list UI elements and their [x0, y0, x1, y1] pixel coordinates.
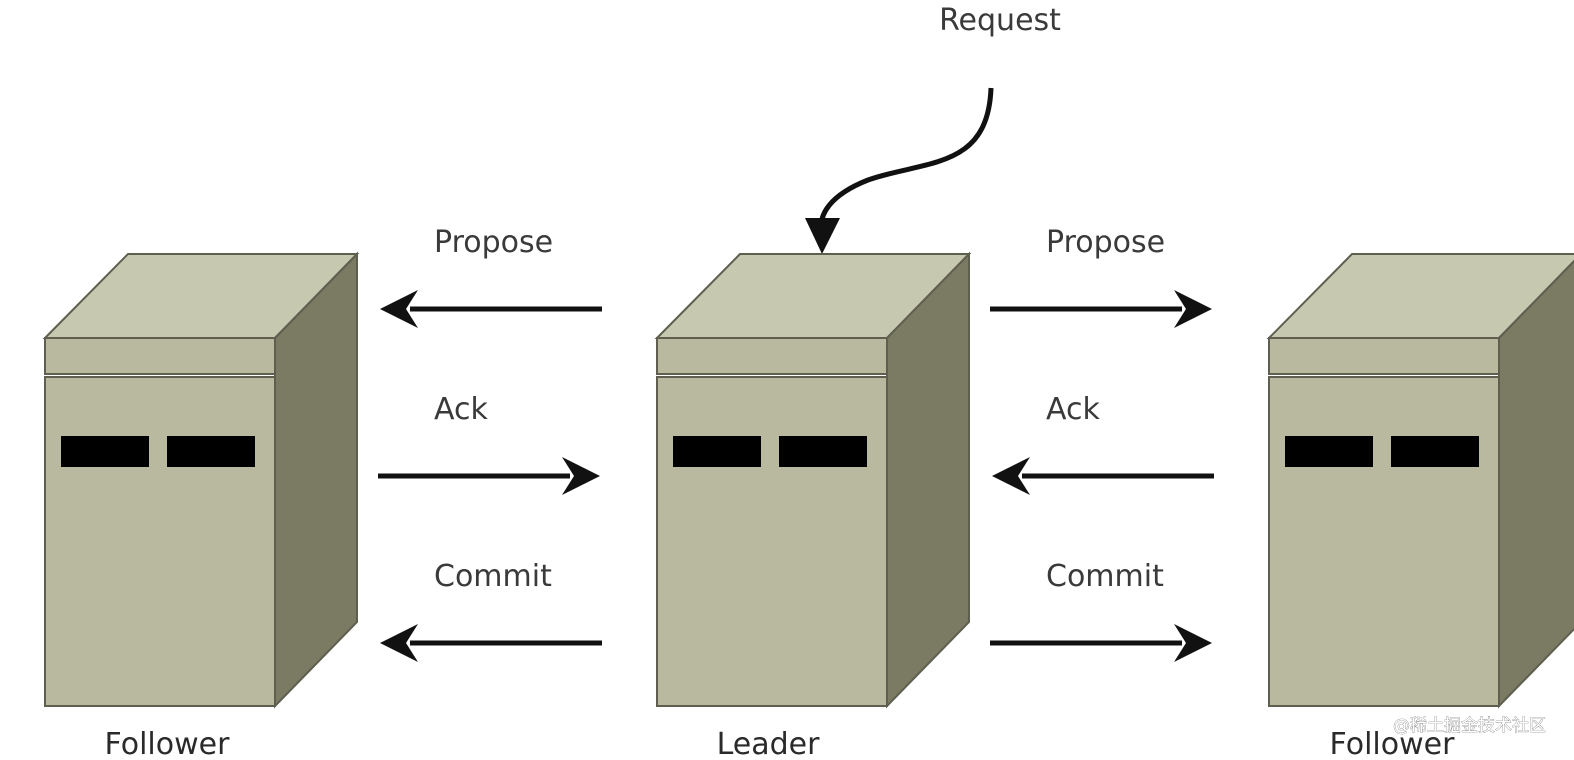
node-label-follower-left: Follower — [105, 727, 231, 760]
request-arrow-curve — [818, 87, 994, 233]
node-label-follower-right: Follower — [1330, 727, 1456, 760]
left-ack-arrow — [378, 457, 600, 495]
left-ack-label: Ack — [434, 392, 488, 427]
arrow-head — [1174, 290, 1212, 328]
server-slot-right — [1391, 436, 1479, 467]
server-top-band — [1268, 337, 1500, 375]
left-propose-arrow — [380, 290, 602, 328]
arrow-head — [380, 290, 418, 328]
arrow-head — [562, 457, 600, 495]
right-propose-label: Propose — [1046, 225, 1165, 260]
arrow-head — [992, 457, 1030, 495]
right-commit-label: Commit — [1046, 559, 1164, 594]
server-slot-left — [61, 436, 149, 467]
server-follower-right — [1266, 253, 1574, 709]
left-commit-arrow — [380, 624, 602, 662]
arrow-head — [1174, 624, 1212, 662]
right-propose-arrow — [990, 290, 1212, 328]
request-arrow-head — [805, 218, 840, 254]
arrow-head — [380, 624, 418, 662]
server-front-face — [44, 376, 276, 707]
server-follower-left — [42, 251, 360, 709]
left-propose-label: Propose — [434, 225, 553, 260]
server-front-face — [656, 376, 888, 707]
node-label-leader: Leader — [717, 727, 821, 760]
right-ack-arrow — [992, 457, 1214, 495]
server-front-face — [1268, 376, 1500, 707]
request-label: Request — [939, 3, 1061, 38]
server-slot-left — [673, 436, 761, 467]
server-top-band — [44, 337, 276, 375]
right-commit-arrow — [990, 624, 1212, 662]
watermark-text: @稀土掘金技术社区 — [1393, 716, 1546, 736]
server-slot-right — [167, 436, 255, 467]
server-leader — [654, 251, 972, 709]
server-slot-left — [1285, 436, 1373, 467]
left-commit-label: Commit — [434, 559, 552, 594]
server-slot-right — [779, 436, 867, 467]
server-top-band — [656, 337, 888, 375]
right-ack-label: Ack — [1046, 392, 1100, 427]
